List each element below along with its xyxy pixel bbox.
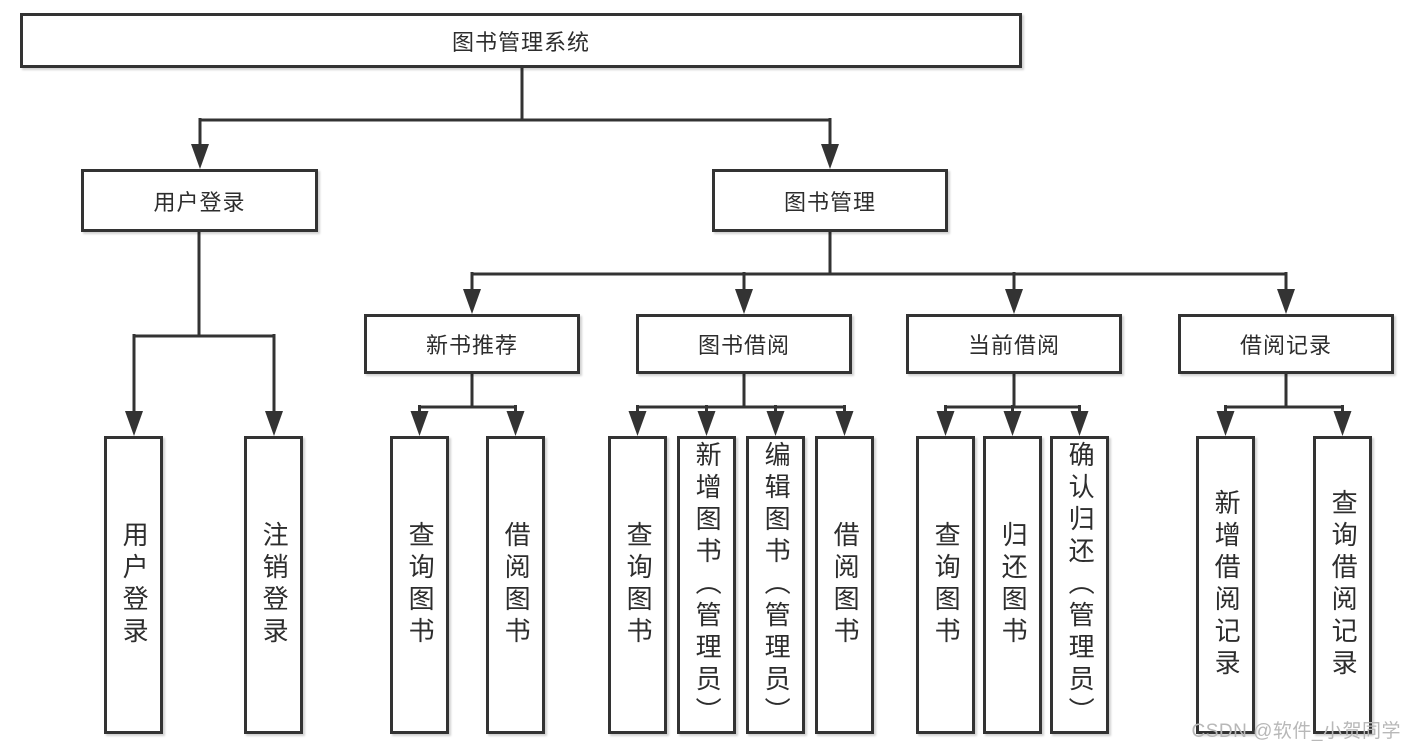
connector-root-to-level2 — [191, 68, 839, 169]
leaf-return-book-label: 归还图书 — [998, 521, 1029, 649]
leaf-query-books-borrow: 查询图书 — [608, 436, 667, 734]
leaf-query-books-borrow-label: 查询图书 — [623, 521, 654, 649]
node-new-book-recommend: 新书推荐 — [364, 314, 580, 374]
leaf-query-books-current: 查询图书 — [916, 436, 975, 734]
leaf-query-books-current-label: 查询图书 — [931, 521, 962, 649]
leaf-query-books-recommend: 查询图书 — [390, 436, 449, 734]
node-book-management: 图书管理 — [712, 169, 948, 232]
leaf-query-borrow-record-label: 查询借阅记录 — [1328, 489, 1359, 681]
node-borrow-records: 借阅记录 — [1178, 314, 1394, 374]
leaf-query-books-recommend-label: 查询图书 — [405, 521, 436, 649]
leaf-borrow-books-borrow: 借阅图书 — [815, 436, 874, 734]
node-current-borrow: 当前借阅 — [906, 314, 1122, 374]
leaf-edit-book-admin: 编辑图书（管理员） — [746, 436, 805, 734]
leaf-confirm-return-admin: 确认归还（管理员） — [1050, 436, 1109, 734]
leaf-borrow-books-borrow-label: 借阅图书 — [830, 521, 861, 649]
leaf-borrow-books-recommend: 借阅图书 — [486, 436, 545, 734]
csdn-watermark: CSDN @软件_小贺同学 — [1191, 721, 1401, 742]
connector-user-login-group — [125, 232, 283, 436]
connector-borrow-records-group — [1216, 374, 1352, 436]
leaf-confirm-return-admin-label: 确认归还（管理员） — [1065, 441, 1096, 729]
leaf-add-borrow-record-label: 新增借阅记录 — [1211, 489, 1242, 681]
leaf-logout: 注销登录 — [244, 436, 303, 734]
node-root-system: 图书管理系统 — [20, 13, 1022, 68]
connector-new-book-recommend-group — [410, 374, 525, 436]
leaf-user-login: 用户登录 — [104, 436, 163, 734]
leaf-add-book-admin: 新增图书（管理员） — [677, 436, 736, 734]
leaf-query-borrow-record: 查询借阅记录 — [1313, 436, 1372, 734]
connector-book-borrow-group — [628, 374, 854, 436]
connector-current-borrow-group — [936, 374, 1089, 436]
leaf-edit-book-admin-label: 编辑图书（管理员） — [761, 441, 792, 729]
leaf-add-borrow-record: 新增借阅记录 — [1196, 436, 1255, 734]
connector-book-management-group — [463, 232, 1295, 314]
leaf-logout-label: 注销登录 — [259, 521, 290, 649]
leaf-borrow-books-recommend-label: 借阅图书 — [501, 521, 532, 649]
node-book-borrow: 图书借阅 — [636, 314, 852, 374]
leaf-return-book: 归还图书 — [983, 436, 1042, 734]
node-user-login: 用户登录 — [81, 169, 318, 232]
leaf-user-login-label: 用户登录 — [119, 521, 150, 649]
leaf-add-book-admin-label: 新增图书（管理员） — [692, 441, 723, 729]
